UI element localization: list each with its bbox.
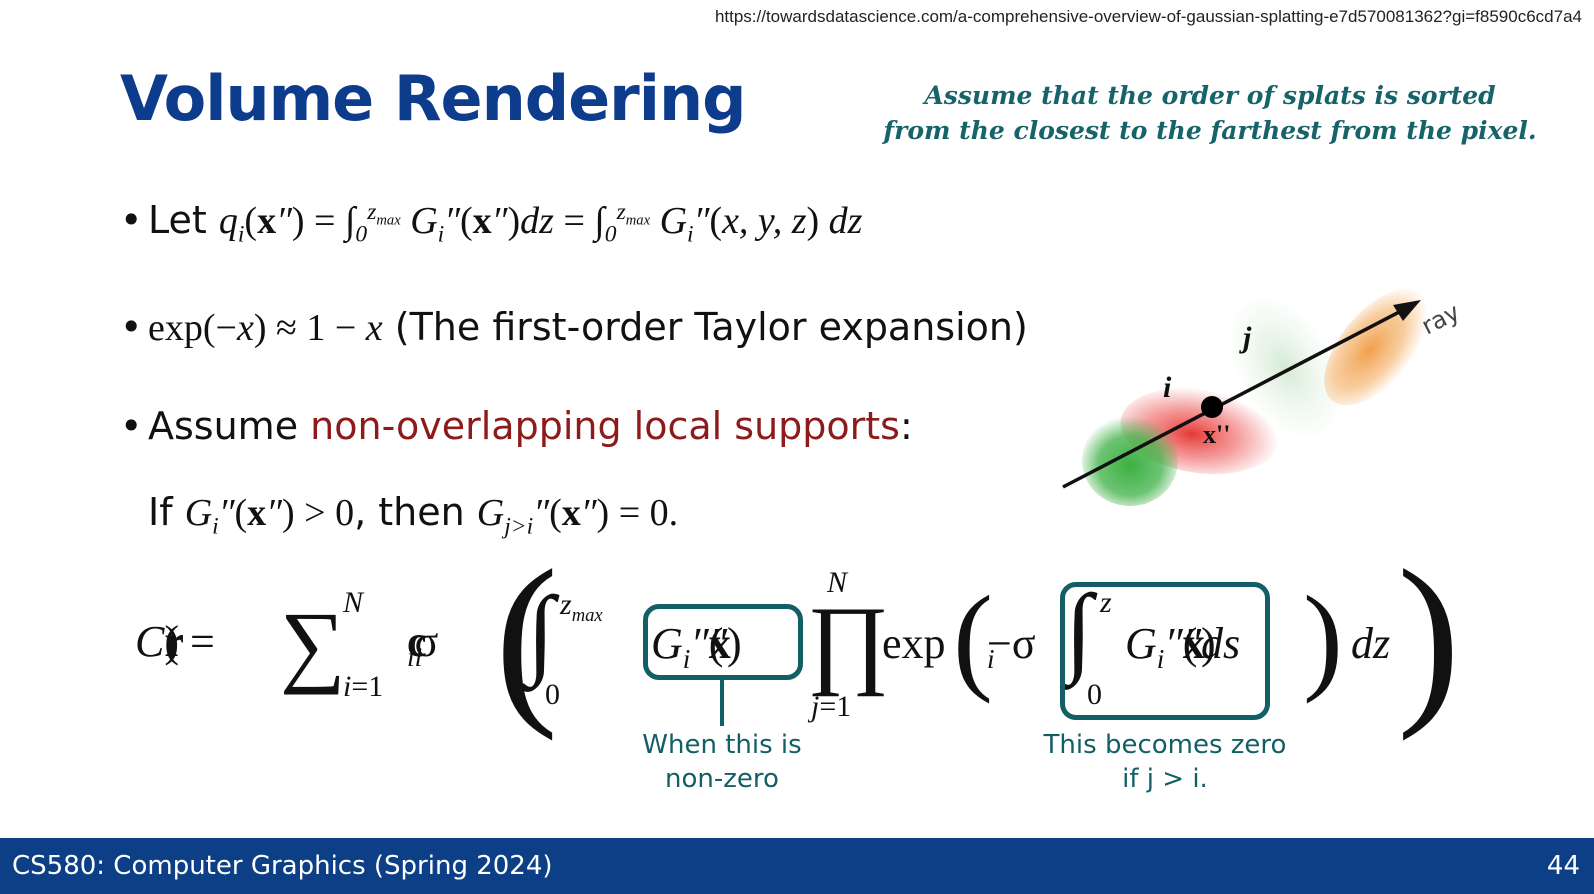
- footer-bar: CS580: Computer Graphics (Spring 2024) 4…: [0, 838, 1594, 894]
- splat-light-green-j: [1230, 298, 1340, 436]
- bullet-assumption: •Assume non-overlapping local supports:: [120, 404, 913, 448]
- highlight-box-zero: [1060, 582, 1270, 720]
- bullet-dot-icon: •: [120, 198, 143, 242]
- highlight-box-nonzero: [643, 604, 803, 680]
- assumption-lead: Assume: [148, 404, 311, 448]
- annotation-nonzero: When this is non-zero: [602, 728, 842, 796]
- eq-exp-paren-right: ): [1303, 571, 1343, 704]
- eq-int-upper: zmax: [560, 588, 603, 626]
- taylor-caption: (The first-order Taylor expansion): [394, 305, 1028, 349]
- eq-exp-paren-left: (: [953, 571, 993, 704]
- highlight-connector: [720, 680, 724, 726]
- eq-sum-lower: i=1: [343, 670, 384, 703]
- eq-exp: exp: [882, 619, 946, 668]
- sorting-note-line1: Assume that the order of splats is sorte…: [924, 81, 1496, 110]
- assumption-condition: If Gi″(x″) > 0, then Gj>i″(x″) = 0.: [148, 490, 678, 541]
- sorting-note: Assume that the order of splats is sorte…: [880, 78, 1540, 148]
- eq-prod-upper: N: [827, 566, 848, 599]
- condition-if: If: [148, 490, 173, 534]
- splat-green: [1082, 416, 1178, 506]
- eq-product-icon: ∏: [807, 586, 890, 697]
- eq-prod-lower: j=1: [811, 690, 852, 723]
- eq-int-lower: 0: [545, 678, 560, 711]
- ray-arrowhead-icon: [1393, 300, 1421, 321]
- source-url: https://towardsdatascience.com/a-compreh…: [714, 7, 1582, 26]
- taylor-formula: exp(−x) ≈ 1 − x: [148, 307, 383, 349]
- eq-outer-paren-right: ): [1397, 532, 1461, 742]
- bullet-dot-icon: •: [120, 404, 143, 448]
- ray-line: [1062, 307, 1406, 489]
- footer-course: CS580: Computer Graphics (Spring 2024): [12, 851, 553, 881]
- annotation-zero-line1: This becomes zero: [1043, 730, 1287, 760]
- eq-sum-icon: ∑: [280, 593, 346, 695]
- bullet-dot-icon: •: [120, 305, 143, 349]
- eq-lhs: C(r) =: [135, 617, 215, 666]
- bullet-taylor: •exp(−x) ≈ 1 − x (The first-order Taylor…: [120, 305, 1028, 350]
- condition-then: , then: [354, 490, 465, 534]
- slide-title: Volume Rendering: [120, 62, 747, 135]
- point-label: x'': [1203, 420, 1230, 449]
- condition-formula-right: Gj>i″(x″) = 0.: [476, 492, 679, 540]
- annotation-nonzero-line2: non-zero: [665, 764, 779, 794]
- condition-formula-left: Gi″(x″) > 0: [184, 492, 355, 540]
- eq-sum-upper: N: [343, 586, 364, 619]
- assumption-tail: :: [899, 404, 913, 448]
- bullet-definition: •Let qi(x″) = ∫0zmax Gi″(x″)dz = ∫0zmax …: [120, 198, 862, 249]
- annotation-nonzero-line1: When this is: [642, 730, 802, 760]
- bullet-definition-lead: Let: [148, 198, 207, 242]
- annotation-zero: This becomes zero if j > i.: [1030, 728, 1300, 796]
- sorting-note-line2: from the closest to the farthest from th…: [883, 116, 1537, 145]
- sample-point-icon: [1201, 396, 1223, 418]
- footer-page-number: 44: [1546, 851, 1580, 881]
- assumption-highlight: non-overlapping local supports: [310, 404, 900, 448]
- eq-inner-int-upper: z: [1100, 586, 1112, 619]
- eq-inner-g-term: Gi″(x″)ds: [1125, 619, 1241, 674]
- eq-inner-int-lower: 0: [1087, 678, 1102, 711]
- q-definition-formula: qi(x″) = ∫0zmax Gi″(x″)dz = ∫0zmax Gi″(x…: [218, 199, 863, 248]
- annotation-zero-line2: if j > i.: [1122, 764, 1208, 794]
- splat-label-j: j: [1239, 321, 1252, 354]
- eq-outer-paren-left: (: [495, 532, 559, 742]
- eq-integral-icon: ∫: [527, 576, 555, 687]
- eq-dz: dz: [1351, 619, 1391, 668]
- splat-label-i: i: [1163, 371, 1172, 404]
- eq-g-term: Gi″(x″): [651, 619, 742, 674]
- gaussian-splat-diagram: ray i j x'': [1062, 288, 1464, 506]
